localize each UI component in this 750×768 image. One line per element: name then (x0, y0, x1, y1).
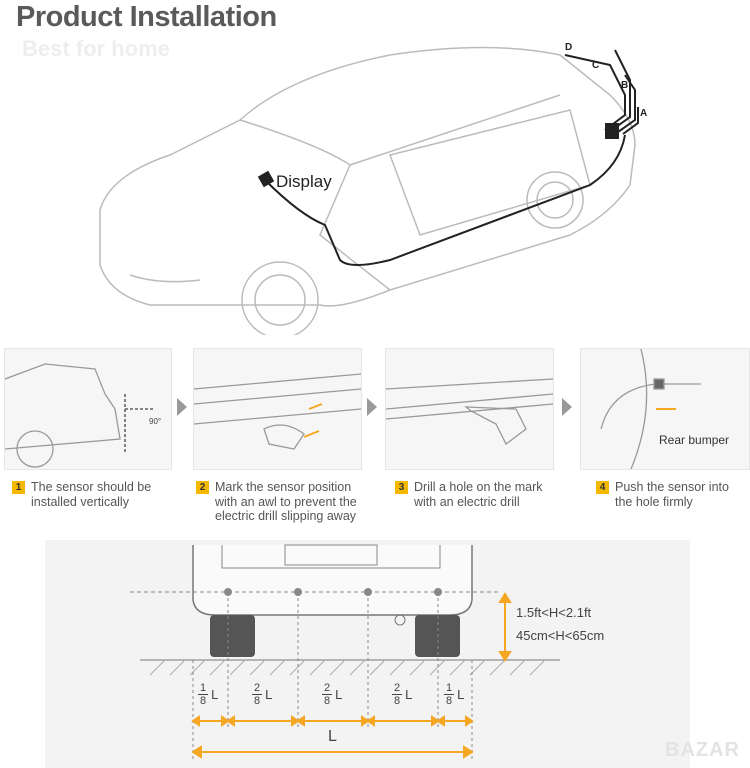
step-3-caption: 3 Drill a hole on the mark with an electr… (395, 480, 555, 509)
step-number: 1 (12, 481, 25, 494)
step-2-image (193, 348, 362, 470)
unit: L (265, 687, 273, 702)
numerator: 1 (444, 682, 455, 695)
denominator: 8 (324, 695, 331, 707)
step-text: Push the sensor into the hole firmly (615, 480, 729, 509)
wire-label-a: A (640, 108, 648, 119)
step-number: 4 (596, 481, 609, 494)
step-4-caption: 4 Push the sensor into the hole firmly (596, 480, 746, 509)
denominator: 8 (394, 695, 401, 707)
step-text: Mark the sensor position with an awl to … (215, 480, 357, 523)
step-number: 2 (196, 481, 209, 494)
denominator: 8 (254, 695, 261, 707)
step-3-image (385, 348, 554, 470)
step-2-caption: 2 Mark the sensor position with an awl to… (196, 480, 366, 524)
display-label: Display (276, 172, 332, 191)
step-text: Drill a hole on the mark with an electri… (414, 480, 543, 509)
arrow-right-icon (562, 398, 572, 416)
height-ft: 1.5ft<H<2.1ft (516, 605, 592, 620)
arrow-right-icon (177, 398, 187, 416)
wire-label-c: C (592, 60, 600, 71)
height-cm: 45cm<H<65cm (516, 628, 605, 643)
numerator: 2 (392, 682, 403, 695)
step-number: 3 (395, 481, 408, 494)
step-4-image: Rear bumper (580, 348, 750, 470)
wire-label-d: D (565, 42, 573, 53)
total-length-label: L (328, 728, 337, 745)
step-text: The sensor should be installed verticall… (31, 480, 152, 509)
unit: L (335, 687, 343, 702)
rear-bumper-label: Rear bumper (659, 433, 730, 447)
placement-drawing (130, 544, 560, 760)
denominator: 8 (200, 695, 207, 707)
bazar-watermark: BAZAR (665, 739, 740, 761)
watermark: Best for home (22, 36, 170, 61)
step-1-caption: 1 The sensor should be installed vertical… (12, 480, 172, 509)
unit: L (457, 687, 465, 702)
numerator: 2 (322, 682, 333, 695)
unit: L (211, 687, 219, 702)
page-title: Product Installation (16, 1, 277, 33)
numerator: 1 (198, 682, 209, 695)
denominator: 8 (446, 695, 453, 707)
numerator: 2 (252, 682, 263, 695)
arrow-right-icon (367, 398, 377, 416)
car-illustration (99, 46, 639, 335)
angle-label: 90° (149, 417, 162, 426)
step-1-image: 90° (4, 348, 172, 470)
unit: L (405, 687, 413, 702)
wire-label-b: B (621, 80, 629, 91)
